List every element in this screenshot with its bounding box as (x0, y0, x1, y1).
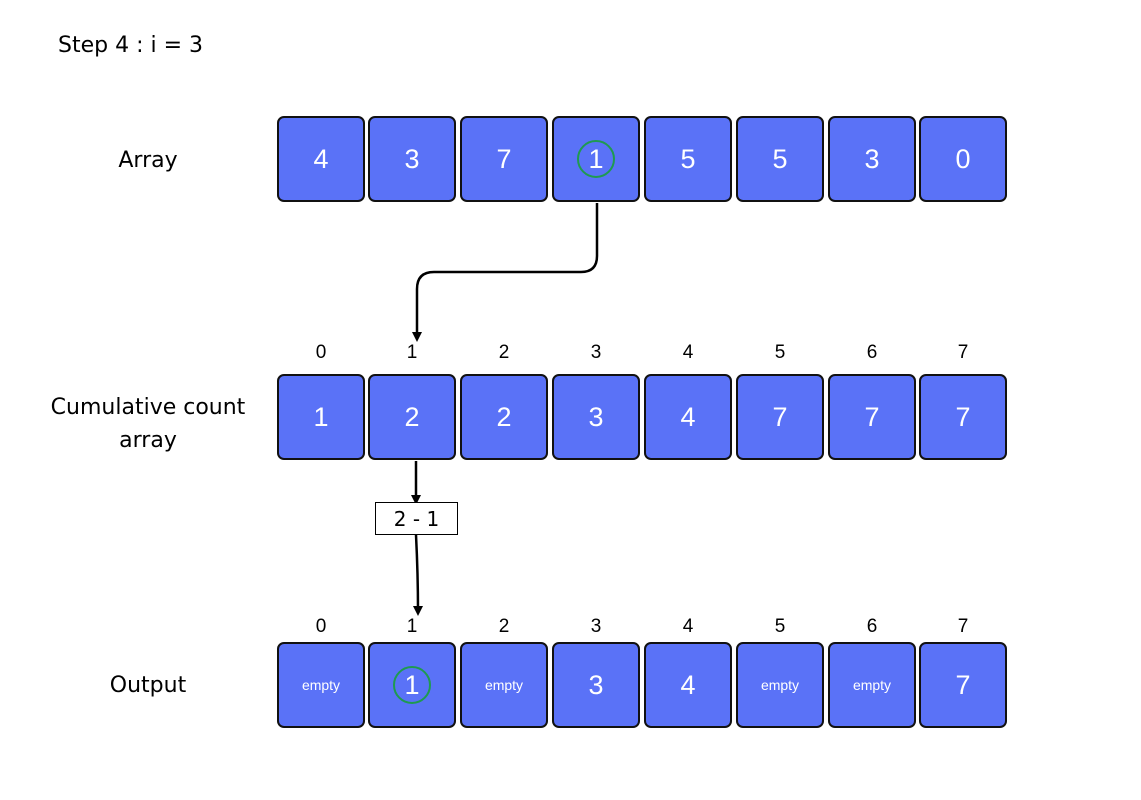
array-cell-value: 3 (404, 143, 420, 174)
index-label: 1 (406, 342, 418, 363)
index-label: 7 (957, 616, 969, 637)
cumulative-cell: 1 (277, 374, 365, 460)
output-cell-value: empty (301, 677, 341, 693)
array-cell-value: 5 (772, 143, 788, 174)
array-to-cumulative-arrow (412, 203, 599, 342)
array-cell-value: 1 (588, 143, 604, 174)
array-cell: 3 (368, 116, 456, 202)
output-cell-value: 3 (588, 669, 604, 700)
index-label: 0 (315, 342, 327, 363)
index-label: 6 (866, 342, 878, 363)
cumulative-cell-value: 7 (955, 401, 971, 432)
cumulative-cell-value: 1 (313, 401, 329, 432)
output-cell: empty (277, 642, 365, 728)
array-cell-value: 0 (955, 143, 971, 174)
step-title: Step 4 : i = 3 (58, 33, 204, 58)
cumulative-cell: 2 (368, 374, 456, 460)
index-label: 7 (957, 342, 969, 363)
index-label: 1 (406, 616, 418, 637)
cumulative-cell: 4 (644, 374, 732, 460)
cumulative-cell: 7 (828, 374, 916, 460)
array-cell: 5 (644, 116, 732, 202)
output-cell: 3 (552, 642, 640, 728)
array-cell: 1 (552, 116, 640, 202)
cumulative-cell-value: 7 (864, 401, 880, 432)
output-cell-value: 4 (680, 669, 696, 700)
output-cell: empty (460, 642, 548, 728)
output-cell-value: empty (852, 677, 892, 693)
cumulative-cell-value: 2 (404, 401, 420, 432)
output-cell: empty (828, 642, 916, 728)
index-label: 4 (682, 342, 694, 363)
index-label: 5 (774, 616, 786, 637)
output-cell: 1 (368, 642, 456, 728)
output-cell: 4 (644, 642, 732, 728)
array-label: Array (118, 148, 178, 173)
output-cell-value: empty (484, 677, 524, 693)
array-cell-value: 3 (864, 143, 880, 174)
cumulative-cell-value: 2 (496, 401, 512, 432)
cumulative-cell: 2 (460, 374, 548, 460)
cumulative-cell: 7 (919, 374, 1007, 460)
output-cell-value: 1 (404, 669, 420, 700)
calc-to-output-arrow (412, 534, 423, 616)
cumulative-cell-value: 3 (588, 401, 604, 432)
index-label: 3 (590, 342, 602, 363)
highlight-ring: 1 (577, 140, 615, 178)
array-cell: 3 (828, 116, 916, 202)
cumulative-cell: 7 (736, 374, 824, 460)
index-label: 3 (590, 616, 602, 637)
cumulative-label-line2: array (119, 428, 177, 453)
array-cell-value: 4 (313, 143, 329, 174)
array-cell: 7 (460, 116, 548, 202)
index-label: 5 (774, 342, 786, 363)
index-label: 2 (498, 342, 510, 363)
cumulative-count-label: Cumulative count array (51, 391, 246, 457)
output-label: Output (109, 673, 187, 698)
index-label: 4 (682, 616, 694, 637)
index-label: 6 (866, 616, 878, 637)
cumulative-label-line1: Cumulative count (50, 395, 246, 420)
calculation-box: 2 - 1 (375, 502, 458, 535)
array-cell: 0 (919, 116, 1007, 202)
index-label: 0 (315, 616, 327, 637)
cumulative-cell-value: 7 (772, 401, 788, 432)
array-cell-value: 7 (496, 143, 512, 174)
cumulative-cell: 3 (552, 374, 640, 460)
array-cell-value: 5 (680, 143, 696, 174)
array-cell: 5 (736, 116, 824, 202)
array-cell: 4 (277, 116, 365, 202)
cumulative-cell-value: 4 (680, 401, 696, 432)
output-cell-value: 7 (955, 669, 971, 700)
output-cell-value: empty (760, 677, 800, 693)
output-cell: 7 (919, 642, 1007, 728)
output-cell: empty (736, 642, 824, 728)
highlight-ring: 1 (393, 666, 431, 704)
index-label: 2 (498, 616, 510, 637)
